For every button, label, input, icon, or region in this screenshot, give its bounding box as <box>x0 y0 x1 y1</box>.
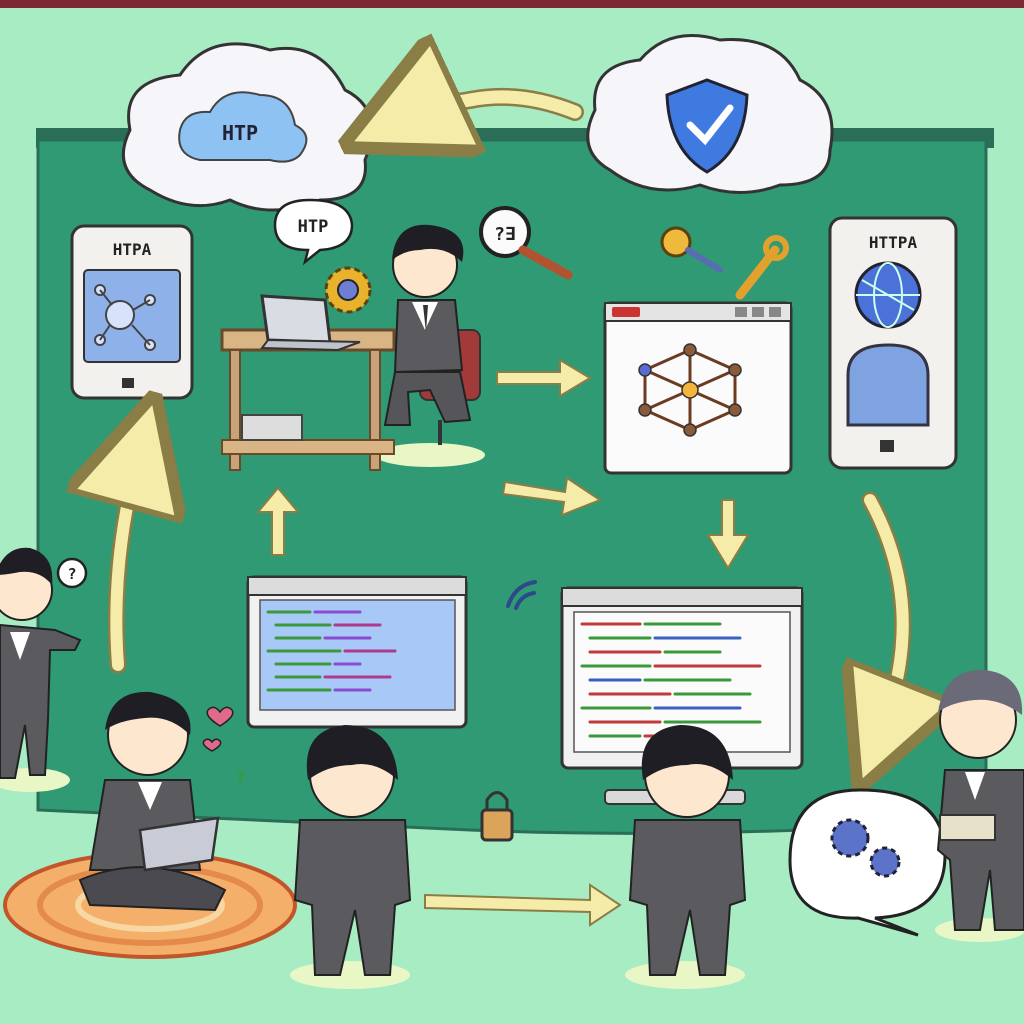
laptop-icon <box>260 294 361 352</box>
person-right <box>935 669 1024 942</box>
arrow-right-down <box>870 494 903 735</box>
arrows <box>255 358 750 927</box>
gear-icon <box>830 818 870 858</box>
wifi-icon <box>506 580 537 610</box>
phone-left-label: HTPA <box>113 240 152 259</box>
globe-icon <box>854 261 922 329</box>
lock-icon <box>480 791 514 842</box>
magnifier-icon: ?∃ <box>479 206 573 280</box>
network-icon <box>94 284 156 351</box>
phone-right-label: HTTPA <box>869 233 918 252</box>
speech-label: HTP <box>298 217 329 237</box>
phone-left: HTPA <box>70 224 194 400</box>
arrow-right-1 <box>496 358 592 398</box>
svg-text:?: ? <box>235 769 246 790</box>
person-center <box>383 224 472 426</box>
arrow-left-up <box>116 450 140 671</box>
arrow-bottom <box>424 883 622 927</box>
network-window <box>603 301 793 475</box>
magnifier-label: ?∃ <box>494 224 516 245</box>
cloud-label: HTP <box>222 121 258 145</box>
cloud-icon <box>178 91 308 163</box>
person-back-2 <box>625 725 747 989</box>
shield-check-icon <box>665 78 749 174</box>
arrow-top <box>400 97 582 120</box>
person-sitting <box>78 691 227 912</box>
laptop-icon <box>138 816 220 872</box>
cloud-left: HTP <box>121 42 374 212</box>
desk-scene <box>220 224 485 471</box>
key-icon <box>660 226 723 273</box>
arrow-right-2 <box>501 476 603 517</box>
person-left <box>0 547 82 792</box>
gear-icon <box>869 846 901 878</box>
speech-bubble-center: HTP <box>273 198 354 266</box>
person-back-1 <box>290 725 412 989</box>
speech-bubble-small: ? <box>56 557 88 589</box>
heart-icon: ? <box>202 706 246 790</box>
gear-icon <box>324 266 372 314</box>
wrench-icon <box>735 235 789 300</box>
doc-icon <box>846 343 930 427</box>
cloud-right <box>586 34 834 194</box>
code-window-left <box>246 575 468 729</box>
speech-small-label: ? <box>67 565 76 583</box>
phone-right: HTTPA <box>828 216 958 470</box>
arrow-up-center <box>255 486 301 556</box>
arrow-down <box>706 499 750 570</box>
